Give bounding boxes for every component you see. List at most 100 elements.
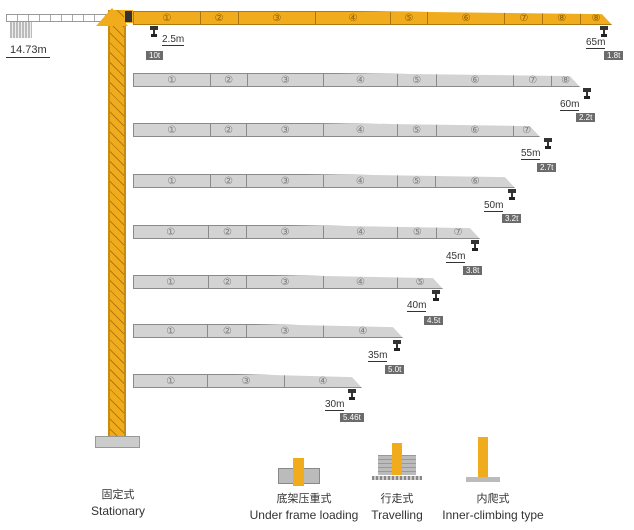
jib-radius: 35m bbox=[368, 350, 388, 362]
jib-section: ③ bbox=[247, 124, 324, 136]
jib-section: ⑤ bbox=[398, 124, 437, 136]
travelling-icon bbox=[372, 443, 422, 481]
jib-section: ④ bbox=[324, 74, 398, 86]
jib-section: ⑥ bbox=[437, 74, 515, 86]
jib-section: ⑤ bbox=[398, 226, 437, 238]
jib-section: ④ bbox=[358, 325, 368, 337]
caption-en: Stationary bbox=[90, 504, 146, 518]
max-load-value: 10t bbox=[146, 51, 164, 60]
tip-load: 5.46t bbox=[340, 413, 364, 422]
jib-section: ⑥ bbox=[428, 12, 506, 24]
jib-section: ③ bbox=[208, 375, 284, 387]
jib-radius: 65m bbox=[586, 37, 606, 49]
jib-section: ⑤ bbox=[415, 276, 425, 288]
base-type-inner-climbing: 内爬式 Inner-climbing type bbox=[437, 490, 549, 522]
jib-section: ④ bbox=[324, 175, 398, 187]
jib-section: ⑤ bbox=[398, 175, 437, 187]
jib-section: ⑥ bbox=[437, 124, 515, 136]
base-type-travelling: 行走式 Travelling bbox=[362, 490, 432, 522]
jib-section: ① bbox=[134, 12, 201, 24]
jib-60m: ① ② ③ ④ ⑤ ⑥ ⑦ ⑧ bbox=[133, 73, 580, 87]
jib-section: ⑧ bbox=[561, 74, 571, 86]
tip-load: 5.0t bbox=[385, 365, 405, 374]
jib-section: ④ bbox=[324, 276, 399, 288]
hook-icon bbox=[583, 88, 591, 102]
caption-zh: 固定式 bbox=[101, 489, 135, 501]
jib-65m: ① ② ③ ④ ⑤ ⑥ ⑦ ⑧ ⑧ bbox=[133, 11, 612, 25]
base-type-under-frame: 底架压重式 Under frame loading bbox=[245, 490, 363, 522]
hook-icon bbox=[600, 26, 608, 40]
jib-55m: ① ② ③ ④ ⑤ ⑥ ⑦ bbox=[133, 123, 540, 137]
jib-radius: 40m bbox=[407, 300, 427, 312]
tip-load: 2.7t bbox=[537, 163, 557, 172]
jib-section: ② bbox=[211, 175, 248, 187]
jib-30m: ① ③ ④ bbox=[133, 374, 362, 388]
tower-mast bbox=[108, 10, 126, 438]
jib-section: ⑤ bbox=[398, 74, 437, 86]
jib-section: ② bbox=[209, 226, 248, 238]
jib-35m: ① ② ③ ④ bbox=[133, 324, 403, 338]
hook-icon bbox=[544, 138, 552, 152]
jib-section: ③ bbox=[247, 276, 324, 288]
jib-section: ② bbox=[208, 325, 247, 337]
caption-en: Inner-climbing type bbox=[442, 508, 544, 522]
cab bbox=[124, 10, 133, 23]
jib-section: ① bbox=[134, 325, 208, 337]
jib-section: ③ bbox=[239, 12, 317, 24]
base-type-stationary: 固定式 Stationary bbox=[83, 486, 153, 518]
jib-radius: 60m bbox=[560, 99, 580, 111]
hook-icon bbox=[150, 26, 158, 40]
caption-zh: 行走式 bbox=[380, 493, 414, 505]
jib-45m: ① ② ③ ④ ⑤ ⑦ bbox=[133, 225, 480, 239]
jib-section: ⑧ bbox=[543, 12, 581, 24]
jib-50m: ① ② ③ ④ ⑤ ⑥ bbox=[133, 174, 515, 188]
caption-en: Travelling bbox=[371, 508, 423, 522]
jib-radius: 45m bbox=[446, 251, 466, 263]
max-load-radius: 2.5m bbox=[162, 34, 185, 46]
tower-base bbox=[95, 436, 140, 448]
jib-section: ② bbox=[209, 276, 248, 288]
tip-load: 3.2t bbox=[502, 214, 522, 223]
inner-climbing-icon bbox=[466, 437, 500, 483]
jib-section: ⑧ bbox=[591, 12, 601, 24]
jib-radius: 55m bbox=[521, 148, 541, 160]
jib-section: ③ bbox=[247, 226, 324, 238]
jib-section: ① bbox=[134, 74, 211, 86]
jib-section: ⑦ bbox=[505, 12, 543, 24]
caption-en: Under frame loading bbox=[249, 508, 359, 522]
jib-section: ① bbox=[134, 226, 209, 238]
jib-section: ② bbox=[211, 74, 248, 86]
counter-jib-length: 14.73m bbox=[10, 44, 47, 56]
jib-section: ⑦ bbox=[453, 226, 463, 238]
hook-icon bbox=[393, 340, 401, 354]
under-frame-loading-icon bbox=[278, 458, 320, 486]
jib-section: ⑦ bbox=[514, 74, 552, 86]
jib-radius: 50m bbox=[484, 200, 504, 212]
jib-section: ④ bbox=[324, 226, 399, 238]
jib-section: ① bbox=[134, 375, 208, 387]
hook-icon bbox=[348, 389, 356, 403]
jib-section: ① bbox=[134, 276, 209, 288]
jib-section: ⑦ bbox=[522, 124, 532, 136]
hook-icon bbox=[432, 290, 440, 304]
jib-40m: ① ② ③ ④ ⑤ bbox=[133, 275, 443, 289]
jib-section: ④ bbox=[324, 124, 398, 136]
jib-section: ④ bbox=[318, 375, 328, 387]
dimension-line bbox=[6, 57, 50, 58]
tip-load: 1.8t bbox=[604, 51, 624, 60]
tip-load: 4.5t bbox=[424, 316, 444, 325]
jib-radius: 30m bbox=[325, 399, 345, 411]
caption-zh: 内爬式 bbox=[476, 493, 510, 505]
counterweight bbox=[10, 22, 32, 38]
jib-section: ③ bbox=[247, 325, 323, 337]
jib-section: ④ bbox=[316, 12, 391, 24]
tip-load: 2.2t bbox=[576, 113, 596, 122]
jib-section: ① bbox=[134, 175, 211, 187]
caption-zh: 底架压重式 bbox=[276, 493, 332, 505]
jib-section: ⑤ bbox=[391, 12, 428, 24]
counter-jib bbox=[6, 14, 110, 22]
jib-section: ① bbox=[134, 124, 211, 136]
jib-section: ③ bbox=[247, 175, 324, 187]
jib-section: ② bbox=[211, 124, 248, 136]
